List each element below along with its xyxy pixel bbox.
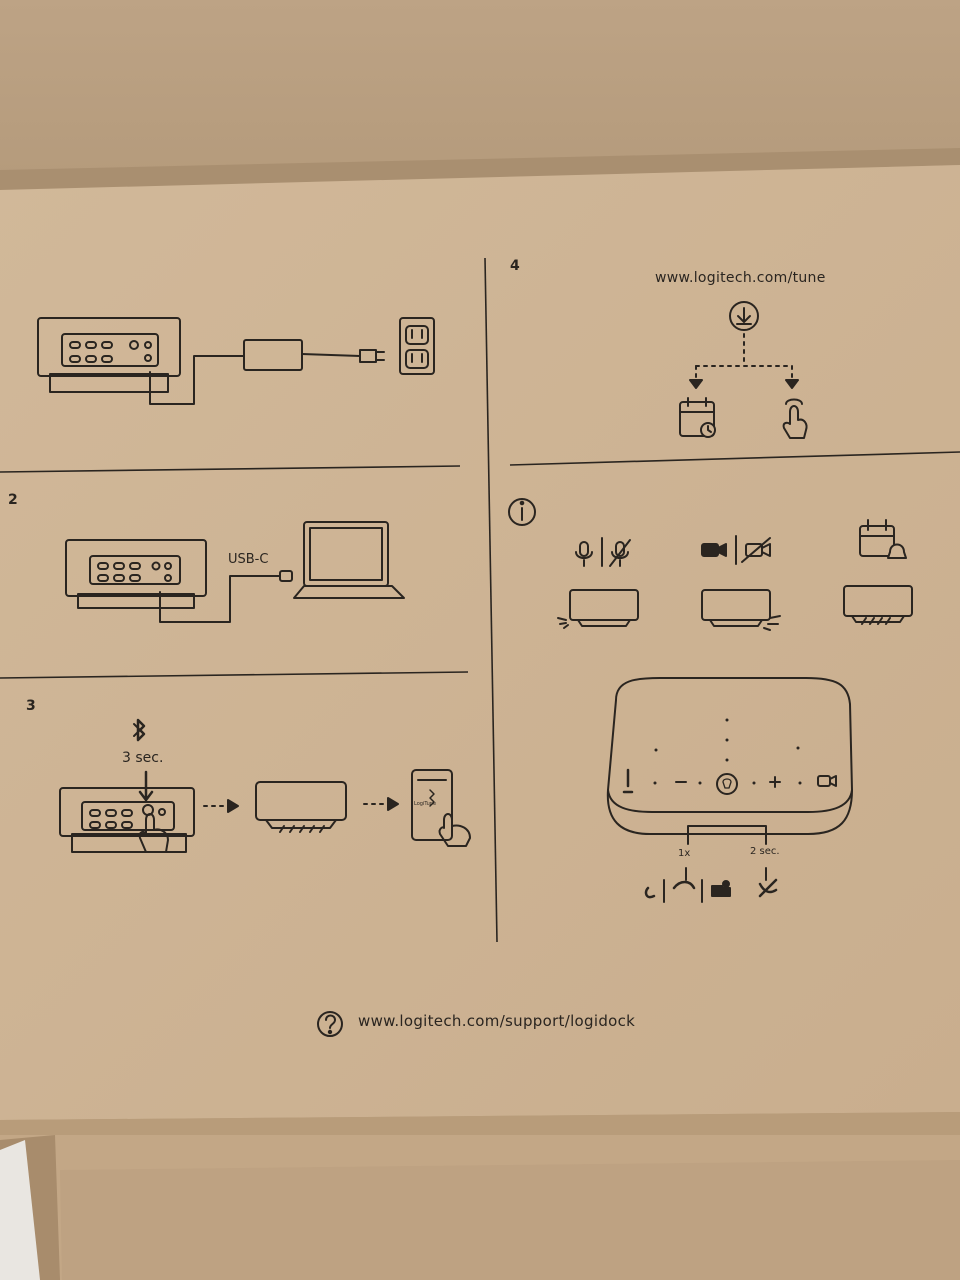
download-icon (729, 301, 759, 331)
teams-icon (711, 880, 731, 897)
speaker-camera-state (701, 589, 781, 631)
speaker-mic-state (557, 589, 639, 629)
plug (359, 349, 385, 363)
power-cable (149, 355, 245, 405)
flow-arrowhead-2 (387, 797, 399, 811)
lid-fold-edge (0, 148, 960, 192)
press-once-label: 1x (678, 848, 691, 859)
app-name-on-phone: LogiTune (414, 801, 437, 807)
white-surface (0, 1140, 40, 1280)
dock-illustration-2 (65, 539, 207, 609)
flow-arrowhead-1 (227, 799, 239, 813)
calendar-bell-icon (859, 519, 907, 559)
dock-illustration-3 (59, 787, 195, 853)
smartphone-icon (411, 769, 453, 841)
press-arrow (138, 770, 154, 802)
info-icon (508, 498, 536, 526)
power-outlet-icon (399, 317, 435, 375)
finger-press-icon (138, 813, 169, 853)
step-2-number: 2 (8, 492, 18, 508)
speakerphone-top-view (606, 677, 853, 881)
laptop-icon (293, 521, 405, 599)
box-lid-top (0, 0, 960, 175)
support-url: www.logitech.com/support/logidock (358, 1012, 636, 1030)
usb-c-cable (159, 575, 281, 623)
bluetooth-hold-duration: 3 sec. (122, 750, 164, 766)
usb-c-connector (279, 570, 293, 582)
speaker-blinking-icon (255, 781, 347, 833)
instruction-panel (0, 165, 960, 1120)
phone-hangup-icon (672, 880, 696, 890)
dock-illustration-1 (37, 317, 181, 393)
call-end-icon (758, 878, 778, 898)
touch-hand-icon (438, 813, 471, 847)
step-4-number: 4 (510, 258, 520, 274)
split-arrowheads (689, 379, 799, 389)
camera-off-icon (741, 537, 771, 563)
camera-icon (701, 543, 727, 557)
speaker-led-dots (653, 718, 802, 785)
press-hold-label: 2 sec. (750, 846, 780, 857)
phone-answer-icon (644, 886, 656, 899)
speaker-calendar-state (843, 585, 913, 625)
mic-muted-icon (609, 539, 631, 567)
box-inner-floor (60, 1160, 960, 1280)
question-icon (317, 1011, 343, 1037)
step-3-number: 3 (26, 698, 36, 714)
bluetooth-icon (133, 718, 146, 742)
download-split-lines (695, 333, 793, 383)
tune-url: www.logitech.com/tune (655, 270, 826, 286)
calendar-clock-icon (679, 397, 716, 438)
touch-icon (782, 398, 808, 439)
usb-c-label: USB-C (228, 552, 269, 567)
adapter-cord (301, 353, 361, 357)
divider-lines (0, 257, 960, 943)
mic-icon (575, 541, 593, 567)
